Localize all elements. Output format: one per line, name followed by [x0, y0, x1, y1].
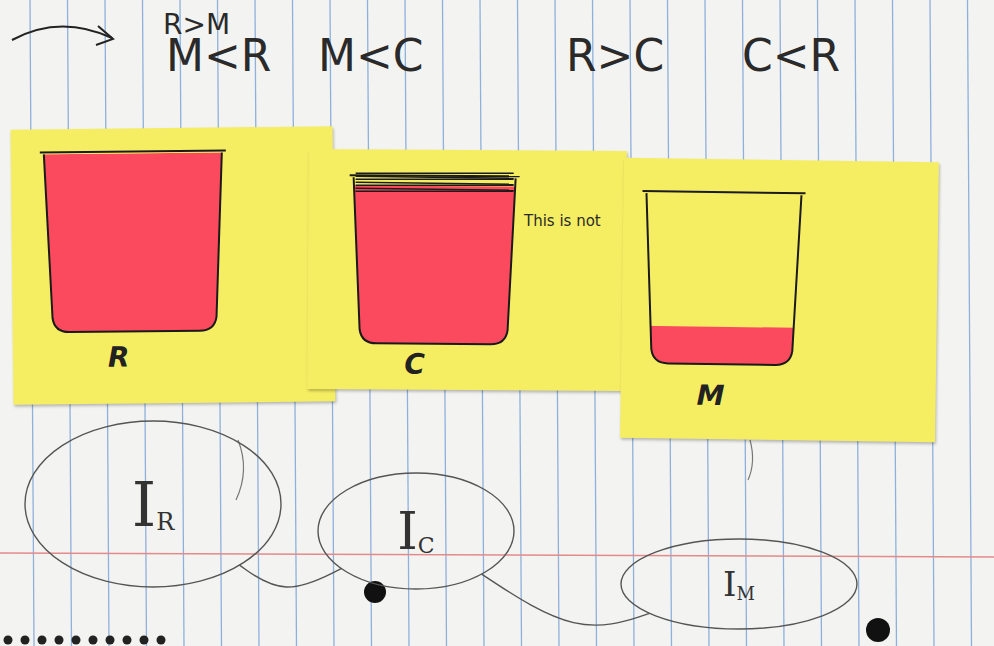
beaker-letter: C: [404, 348, 425, 381]
circled-term: IR: [22, 418, 284, 590]
perforation: [106, 636, 115, 645]
pencil-connector: [240, 565, 342, 587]
beaker-illustration: [307, 149, 627, 391]
margin-line: [0, 553, 994, 557]
ellipse-outline: [25, 421, 281, 587]
scribble: [356, 184, 514, 186]
liquid-fill: [352, 185, 515, 344]
sticky-note: R: [11, 126, 336, 404]
liquid-fill: [644, 325, 801, 365]
beaker-outline: [644, 193, 801, 365]
scribble: [356, 176, 514, 178]
liquid-fill: [44, 152, 224, 332]
pointer-arrow: [12, 26, 112, 40]
perforation: [140, 636, 149, 645]
perforation: [72, 636, 81, 645]
beaker-rim: [643, 191, 806, 193]
beaker-outline: [352, 177, 515, 344]
scribble: [356, 188, 514, 190]
perforation: [21, 636, 30, 645]
scribble: [356, 182, 514, 184]
perforation: [89, 636, 98, 645]
scribble: [356, 178, 514, 180]
ellipse-outline: [318, 473, 514, 589]
perforation: [123, 636, 132, 645]
beaker-letter: M: [696, 379, 724, 412]
ellipse-outline: [621, 539, 857, 629]
perforation: [4, 636, 13, 645]
ruled-line: [968, 0, 972, 646]
beaker-letter: R: [108, 340, 130, 373]
note-text: This is not: [524, 212, 601, 230]
sticky-note: C: [307, 149, 627, 391]
current-symbol: I: [397, 501, 418, 561]
beaker-illustration: [11, 126, 336, 404]
sticky-note: M: [620, 158, 939, 442]
pencil-connector: [482, 574, 650, 625]
perforation: [157, 636, 166, 645]
beaker-outline: [44, 152, 224, 332]
pencil-stroke: [748, 440, 753, 480]
relation: R>C: [566, 30, 664, 81]
current-symbol: I: [132, 468, 157, 541]
circled-term: IC: [315, 470, 517, 592]
relation: M<C: [318, 30, 424, 81]
arrow-head: [96, 26, 113, 45]
relation: M<R: [166, 30, 271, 81]
pencil-stroke: [236, 440, 244, 500]
subscript: C: [418, 533, 435, 558]
scribble: [356, 172, 514, 174]
beaker-rim: [40, 150, 226, 152]
subscript: R: [156, 508, 174, 536]
relation: C<R: [742, 30, 840, 81]
subscript: M: [737, 583, 755, 604]
beaker-illustration: [620, 158, 939, 442]
current-symbol: I: [723, 564, 736, 604]
scribble: [356, 190, 514, 192]
binder-hole: [866, 618, 890, 642]
circled-term: IM: [618, 536, 860, 632]
perforation: [38, 636, 47, 645]
perforation: [55, 636, 64, 645]
